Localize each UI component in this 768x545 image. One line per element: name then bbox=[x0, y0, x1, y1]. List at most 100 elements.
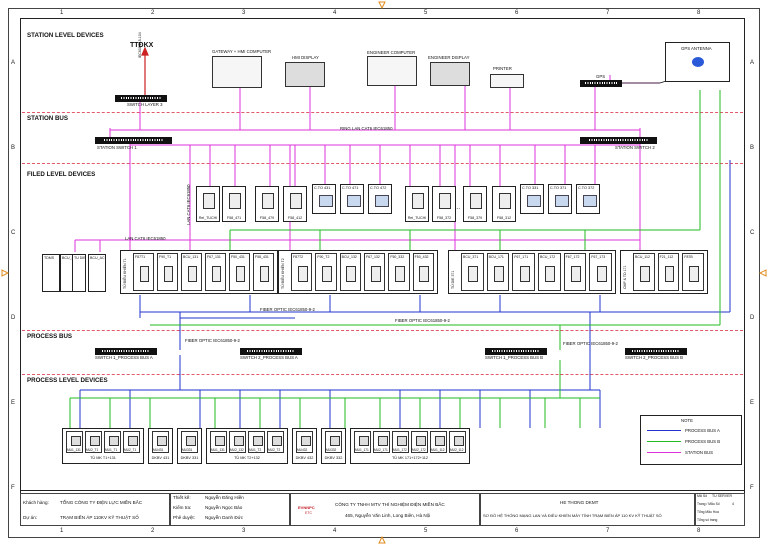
top-relay[interactable]: F58_479 bbox=[255, 186, 279, 222]
engineer-computer-label: ENGINEER COMPUTER bbox=[367, 50, 416, 55]
zone-col-top: 8 bbox=[697, 10, 701, 16]
cabinet-relay[interactable]: BCU_371 bbox=[461, 253, 484, 291]
relay-label: F58_471 bbox=[226, 216, 242, 220]
relay-face bbox=[290, 193, 302, 209]
relay-face bbox=[395, 266, 405, 282]
merging-unit[interactable]: MU331 bbox=[181, 431, 198, 453]
gateway-label: GATEWAY + HMI COMPUTER bbox=[212, 49, 272, 54]
cabinet-relay[interactable]: F67_172 bbox=[563, 253, 587, 291]
ct-box[interactable]: C.TO 331 bbox=[520, 184, 544, 214]
section-filed-level: FILED LEVEL DEVICES bbox=[27, 171, 96, 178]
top-relay[interactable]: F58_412 bbox=[283, 186, 307, 222]
top-relay[interactable]: F58_471 bbox=[222, 186, 246, 222]
engineer-display[interactable] bbox=[430, 62, 470, 86]
gateway-computer[interactable] bbox=[212, 56, 262, 88]
top-center-marker bbox=[378, 1, 386, 10]
page-total-label: Tổng số trang bbox=[697, 518, 718, 522]
sw1b-label: SWITCH 1_PROCESS BUS B bbox=[485, 355, 544, 360]
cabinet-relay[interactable]: BCU_131 bbox=[181, 253, 202, 291]
relay-face bbox=[470, 193, 482, 209]
top-relay[interactable]: Rel_TUCHI bbox=[405, 186, 429, 222]
merging-unit[interactable]: MU2_171 bbox=[373, 431, 390, 453]
zone-col-bottom: 8 bbox=[697, 528, 701, 534]
ct-box[interactable]: C.TO 371 bbox=[548, 184, 572, 214]
cabinet-relay[interactable]: BCU_112 bbox=[633, 253, 655, 291]
process-group-caption: DKBV 332 bbox=[324, 456, 343, 460]
cabinet-relay[interactable]: BCU_172 bbox=[538, 253, 561, 291]
relay-face bbox=[639, 266, 650, 282]
small-panel[interactable]: BCU_AC bbox=[88, 254, 106, 292]
cabinet-relay[interactable]: F87T1 bbox=[133, 253, 154, 291]
zone-col-bottom: 3 bbox=[242, 528, 246, 534]
ct-device-icon bbox=[375, 195, 389, 207]
station-switch-2[interactable] bbox=[580, 137, 657, 144]
merging-unit[interactable]: MU2_T2 bbox=[267, 431, 284, 453]
cabinet-relay[interactable]: BCU_132 bbox=[339, 253, 361, 291]
merging-unit[interactable]: MU431 bbox=[152, 431, 169, 453]
cabinet-relay[interactable]: F87T2 bbox=[291, 253, 313, 291]
ct-box[interactable]: C.TO 372 bbox=[576, 184, 600, 214]
merging-unit-label: MU1_T2 bbox=[249, 448, 262, 452]
zone-col-bottom: 2 bbox=[151, 528, 155, 534]
merging-unit[interactable]: MU432 bbox=[296, 431, 313, 453]
hmi-display[interactable] bbox=[285, 62, 325, 87]
merging-unit[interactable]: MU2_172 bbox=[411, 431, 428, 453]
code-label: Mã Số bbox=[697, 494, 708, 498]
merging-unit[interactable]: MU1_131 bbox=[66, 431, 83, 453]
station-switch-1-label: STATION SWITCH 1 bbox=[97, 145, 137, 150]
switch-2-process-bus-a[interactable] bbox=[240, 348, 302, 355]
top-relay[interactable]: F58_379 bbox=[463, 186, 487, 222]
top-relay[interactable]: Rel_TUCHI bbox=[196, 186, 220, 222]
engineer-computer[interactable] bbox=[367, 56, 417, 86]
merging-unit[interactable]: MU1_T2 bbox=[248, 431, 265, 453]
cabinet-relay[interactable]: F90_T1 bbox=[157, 253, 178, 291]
merging-unit-label: MU1_T1 bbox=[105, 448, 118, 452]
cabinet-relay[interactable]: F67_132 bbox=[364, 253, 386, 291]
ct-box[interactable]: C.TO 472 bbox=[368, 184, 392, 214]
merging-unit[interactable]: MU1_112 bbox=[430, 431, 447, 453]
switch-2-process-bus-b[interactable] bbox=[625, 348, 687, 355]
cabinet-relay[interactable]: F21_112 bbox=[657, 253, 680, 291]
cabinet-relay[interactable]: F67_171 bbox=[512, 253, 535, 291]
merging-unit[interactable]: MU1_131 bbox=[210, 431, 227, 453]
cabinet-relay[interactable]: F50_332 bbox=[388, 253, 410, 291]
merging-unit[interactable]: MU332 bbox=[325, 431, 342, 453]
ct-box[interactable]: C.TO 431 bbox=[312, 184, 336, 214]
cabinet-relay[interactable]: F67_131 bbox=[205, 253, 226, 291]
station-switch-1[interactable] bbox=[95, 137, 172, 144]
switch-layer3[interactable] bbox=[115, 95, 167, 102]
cabinet-relay[interactable]: BCU_171 bbox=[486, 253, 510, 291]
cabinet-relay[interactable]: F90_T2 bbox=[315, 253, 337, 291]
relay-face bbox=[235, 266, 246, 282]
cabinet-relay[interactable]: F50_432 bbox=[412, 253, 434, 291]
merging-unit[interactable]: MU1_171 bbox=[354, 431, 371, 453]
tb-company-cell bbox=[290, 493, 480, 526]
merging-unit[interactable]: MU2_112 bbox=[449, 431, 466, 453]
small-panel[interactable]: TDMS bbox=[42, 254, 60, 292]
ct-box[interactable]: C.TO 471 bbox=[340, 184, 364, 214]
merging-unit[interactable]: MU2_T1 bbox=[123, 431, 140, 453]
merging-unit-label: MU1_112 bbox=[431, 448, 445, 452]
top-relay[interactable]: F58_372 bbox=[432, 186, 456, 222]
cabinet-relay-label: F67_173 bbox=[591, 255, 606, 259]
top-relay[interactable]: F58_312 bbox=[492, 186, 516, 222]
title-block bbox=[20, 490, 745, 527]
switch-1-process-bus-b[interactable] bbox=[485, 348, 547, 355]
small-panel-label: BCU_AC bbox=[90, 256, 105, 260]
merging-unit[interactable]: MU2_132 bbox=[229, 431, 246, 453]
printer[interactable] bbox=[490, 74, 524, 88]
cabinet-relay[interactable]: F58_431 bbox=[253, 253, 274, 291]
cabinet-relay[interactable]: F67_173 bbox=[589, 253, 612, 291]
merging-unit[interactable]: MU1_172 bbox=[392, 431, 409, 453]
merging-unit[interactable]: MU1_T1 bbox=[104, 431, 121, 453]
cabinet-relay-label: F50_432 bbox=[414, 255, 429, 259]
company-address: 465, Nguyễn Văn Linh, Long Biên, Hà Nội bbox=[345, 513, 431, 518]
switch-1-process-bus-a[interactable] bbox=[95, 348, 157, 355]
cabinet-relay[interactable]: F50_431 bbox=[229, 253, 250, 291]
cabinet-relay[interactable]: F87B bbox=[682, 253, 704, 291]
merging-unit-face bbox=[253, 436, 263, 446]
merging-unit[interactable]: MU2_T1 bbox=[85, 431, 102, 453]
small-panel[interactable]: TU DIE bbox=[72, 254, 86, 292]
gps-unit[interactable] bbox=[580, 80, 622, 87]
merging-unit-label: MU331 bbox=[182, 448, 193, 452]
